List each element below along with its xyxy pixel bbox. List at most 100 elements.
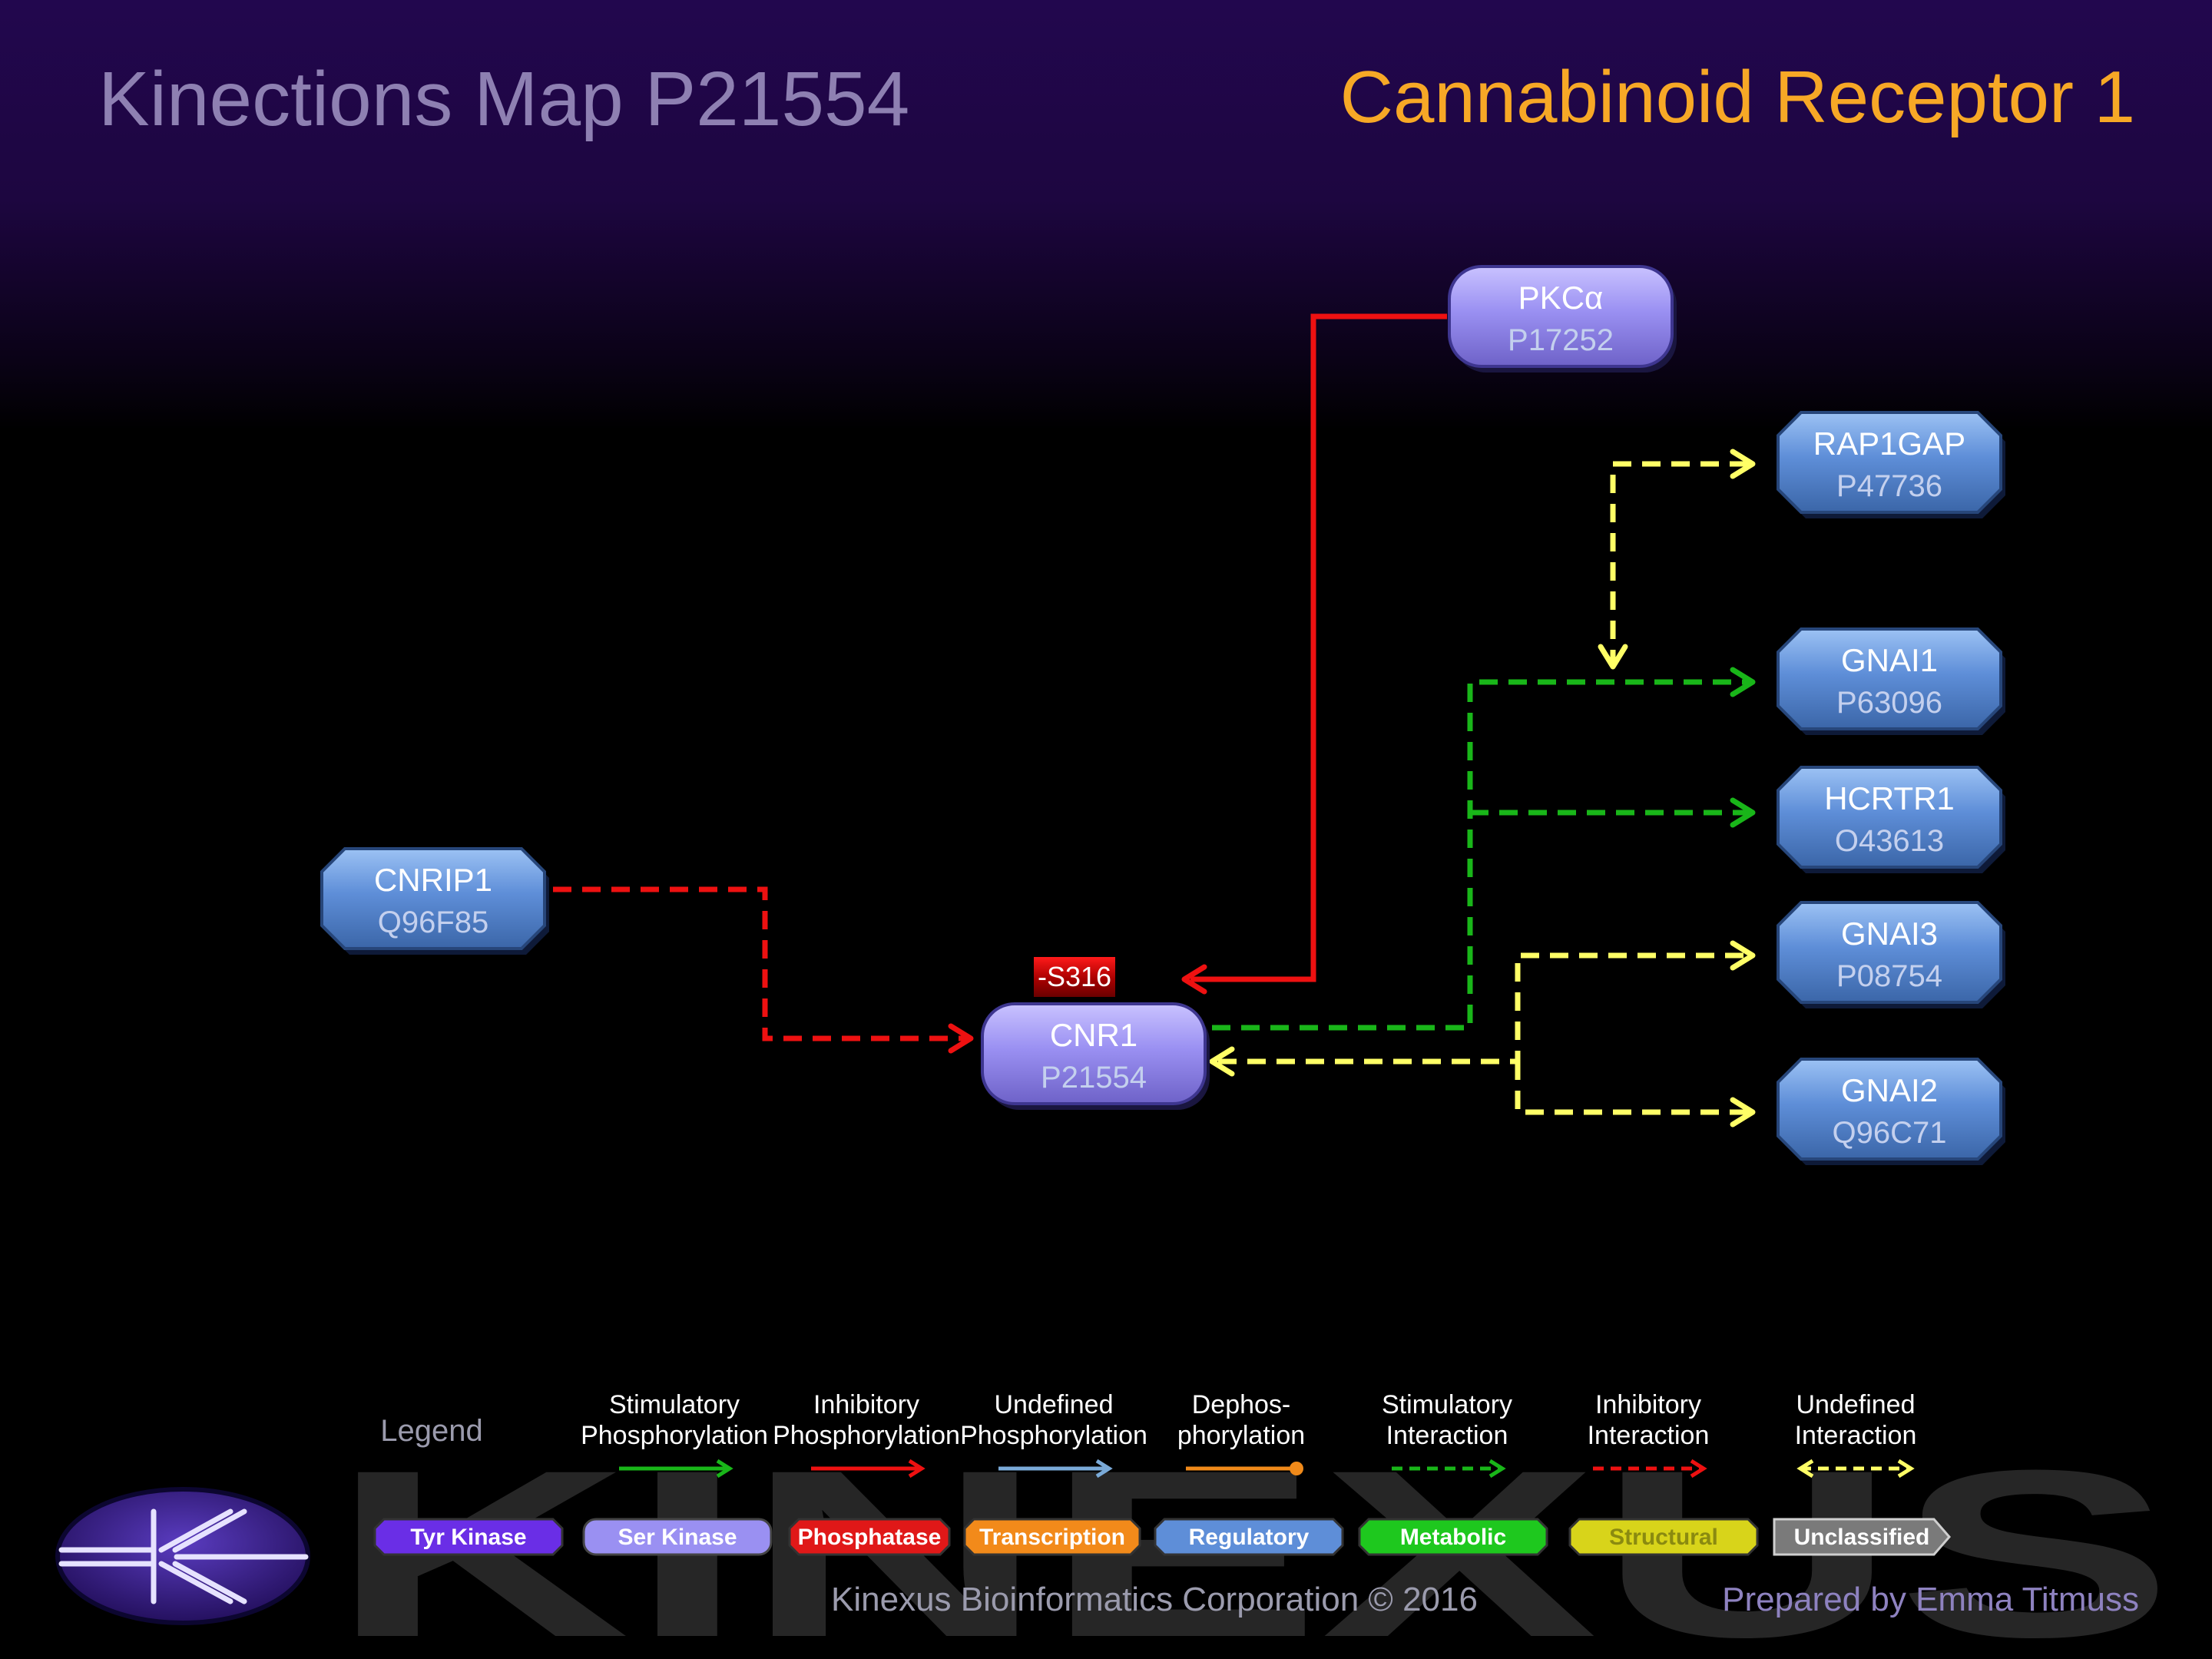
legend-link-arrowhead bbox=[908, 1459, 926, 1479]
legend-link-arrowhead bbox=[1488, 1459, 1506, 1479]
legend-category-unclassified: Unclassified bbox=[1773, 1518, 1951, 1556]
edge-cnr1-to-gnai1 bbox=[1212, 667, 1756, 1031]
node-accession: P17252 bbox=[1508, 323, 1614, 357]
node-accession: P47736 bbox=[1836, 469, 1942, 503]
node-body bbox=[1777, 901, 2002, 1004]
edge-cnrip1-to-cnr1 bbox=[553, 886, 974, 1054]
edge-arrowhead bbox=[1730, 667, 1756, 697]
node-name: CNR1 bbox=[1050, 1017, 1137, 1053]
legend-category-swatch bbox=[582, 1518, 773, 1556]
node-name: PKCα bbox=[1518, 280, 1604, 316]
edge-line bbox=[1218, 952, 1748, 1065]
node-accession: P21554 bbox=[1041, 1061, 1147, 1094]
legend-category-regulatory: Regulatory bbox=[1154, 1518, 1344, 1556]
map-title: Kinections Map P21554 bbox=[98, 56, 910, 142]
legend-link-4: Dephos-phorylation bbox=[1177, 1390, 1305, 1475]
edge-line bbox=[1190, 313, 1447, 982]
legend-category-label: Phosphatase bbox=[798, 1525, 942, 1550]
legend-link-dot bbox=[1290, 1462, 1303, 1475]
node-body bbox=[320, 847, 546, 950]
edge-cnr1-to-hcrtr1 bbox=[1470, 797, 1756, 828]
interaction-edges bbox=[553, 313, 1756, 1128]
node-accession: Q96F85 bbox=[378, 906, 489, 939]
legend-link-label-line2: Interaction bbox=[1386, 1421, 1508, 1450]
legend-link-arrowhead bbox=[1796, 1459, 1814, 1479]
node-accession: O43613 bbox=[1835, 824, 1944, 858]
legend-category-swatch bbox=[373, 1518, 564, 1556]
legend-link-label-line2: Phosphorylation bbox=[960, 1421, 1147, 1450]
legend-category-swatch bbox=[1773, 1518, 1951, 1556]
node-name: HCRTR1 bbox=[1824, 780, 1955, 816]
legend-title: Legend bbox=[380, 1414, 482, 1448]
node-accession: Q96C71 bbox=[1833, 1116, 1947, 1150]
edge-line bbox=[1610, 461, 1748, 662]
legend-category-label: Tyr Kinase bbox=[410, 1525, 526, 1550]
legend-category-transcription: Transcription bbox=[963, 1518, 1141, 1556]
legend-category-label: Ser Kinase bbox=[618, 1525, 737, 1550]
legend-category-label: Metabolic bbox=[1400, 1525, 1506, 1550]
edge-line bbox=[1212, 679, 1748, 1031]
legend-link-label-line2: Interaction bbox=[1588, 1421, 1710, 1450]
node-name: GNAI2 bbox=[1841, 1072, 1938, 1108]
node-body bbox=[1448, 265, 1674, 368]
legend-category-structural: Structural bbox=[1568, 1518, 1759, 1556]
legend-category-swatch bbox=[788, 1518, 951, 1556]
node-name: CNRIP1 bbox=[374, 862, 492, 898]
protein-title: Cannabinoid Receptor 1 bbox=[1339, 56, 2135, 138]
legend-link-arrowhead bbox=[1095, 1459, 1113, 1479]
edge-arrowhead bbox=[948, 1023, 974, 1054]
prepared-by-text: Prepared by Emma Titmuss bbox=[1722, 1581, 2139, 1618]
edge-arrowhead bbox=[1730, 449, 1756, 479]
node-name: GNAI3 bbox=[1841, 916, 1938, 952]
node-body bbox=[1777, 1058, 2002, 1161]
legend-link-arrowhead bbox=[716, 1459, 733, 1479]
edge-arrowhead bbox=[1209, 1046, 1235, 1077]
legend-category-swatch bbox=[1154, 1518, 1344, 1556]
legend-link-arrowhead bbox=[1897, 1459, 1915, 1479]
legend-category-label: Structural bbox=[1609, 1525, 1718, 1550]
copyright-text: Kinexus Bioinformatics Corporation © 201… bbox=[831, 1581, 1478, 1618]
legend-category-label: Transcription bbox=[979, 1525, 1125, 1550]
legend-link-label-line1: Inhibitory bbox=[1595, 1390, 1701, 1419]
legend-link-label-line1: Undefined bbox=[994, 1390, 1113, 1419]
edge-pkca-to-cnr1 bbox=[1181, 313, 1447, 995]
node-accession: P63096 bbox=[1836, 686, 1942, 720]
legend-link-label-line2: Interaction bbox=[1795, 1421, 1917, 1450]
legend-category-label: Unclassified bbox=[1794, 1525, 1930, 1550]
node-accession: P08754 bbox=[1836, 959, 1942, 993]
node-name: GNAI1 bbox=[1841, 642, 1938, 678]
node-name: RAP1GAP bbox=[1813, 426, 1965, 462]
edge-arrowhead bbox=[1730, 1097, 1756, 1128]
edge-rap1gap-to-gnai1 bbox=[1598, 449, 1756, 670]
node-rap1gap[interactable]: RAP1GAP P47736 bbox=[1777, 411, 2005, 518]
legend-link-label-line2: phorylation bbox=[1177, 1421, 1305, 1450]
legend-link-label-line1: Stimulatory bbox=[1382, 1390, 1512, 1419]
legend-category-phosphatase: Phosphatase bbox=[788, 1518, 951, 1556]
legend: LegendStimulatoryPhosphorylationInhibito… bbox=[373, 1390, 1951, 1556]
edge-arrowhead bbox=[1598, 644, 1628, 670]
node-body bbox=[1777, 411, 2002, 514]
legend-category-swatch bbox=[963, 1518, 1141, 1556]
legend-category-tyr-kinase: Tyr Kinase bbox=[373, 1518, 564, 1556]
node-body bbox=[981, 1002, 1207, 1105]
edge-line bbox=[553, 886, 966, 1041]
legend-category-label: Regulatory bbox=[1189, 1525, 1310, 1550]
legend-category-swatch bbox=[1358, 1518, 1548, 1556]
legend-category-ser-kinase: Ser Kinase bbox=[582, 1518, 773, 1556]
legend-link-label-line2: Phosphorylation bbox=[773, 1421, 960, 1450]
